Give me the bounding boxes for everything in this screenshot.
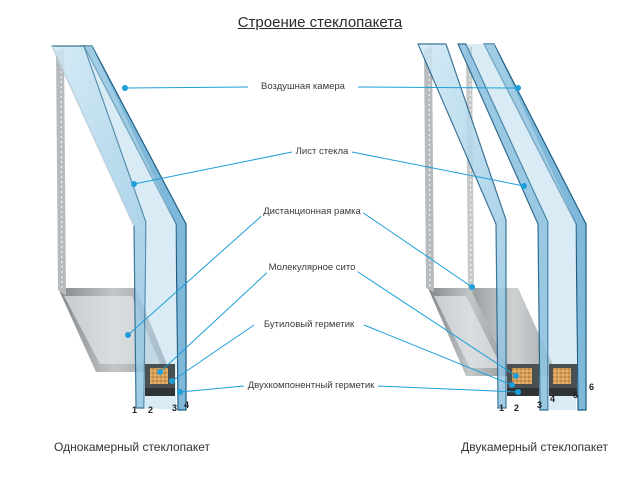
leader-air-left: [124, 86, 249, 89]
leader-lines: [124, 86, 525, 393]
double-desiccant-1: [512, 368, 532, 384]
leader-glass-right: [351, 151, 525, 187]
leader-spacer-right: [361, 211, 473, 288]
single-number-4: 4: [184, 400, 190, 410]
single-number-1: 1: [132, 405, 138, 415]
leader-sieve-right: [351, 267, 517, 377]
leader-two-comp-left: [179, 385, 245, 393]
caption-double-chamber: Двукамерный стеклопакет: [461, 440, 608, 454]
label-two-component-sealant: Двухкомпонентный герметик: [245, 380, 377, 391]
double-number-3: 3: [537, 400, 543, 410]
double-chamber-unit: [417, 43, 587, 411]
caption-single-chamber: Однокамерный стеклопакет: [54, 440, 211, 454]
leader-air-right: [357, 86, 519, 89]
single-number-3: 3: [172, 403, 178, 413]
diagram-title: Строение стеклопакета: [237, 14, 403, 31]
leader-dots: [122, 85, 527, 395]
label-air-chamber: Воздушная камера: [259, 81, 347, 92]
leader-butyl-right: [363, 324, 513, 386]
single-desiccant: [150, 368, 168, 384]
double-glass-back: [417, 43, 507, 409]
label-molecular-sieve: Молекулярное сито: [266, 262, 358, 273]
leader-sieve-left: [159, 267, 273, 373]
single-chamber-unit: [51, 45, 187, 411]
label-spacer-frame: Дистанционная рамка: [261, 206, 363, 217]
single-number-2: 2: [148, 405, 154, 415]
double-number-5: 5: [573, 390, 579, 400]
label-butyl-sealant: Бутиловый герметик: [261, 319, 357, 330]
double-number-4: 4: [550, 394, 556, 404]
double-desiccant-2: [553, 368, 571, 384]
double-number-1: 1: [499, 403, 505, 413]
double-spacer-frame-2: [470, 288, 558, 376]
leader-two-comp-right: [377, 385, 519, 393]
double-number-2: 2: [514, 403, 520, 413]
leader-glass-left: [133, 151, 293, 185]
leader-butyl-left: [171, 324, 255, 382]
leader-spacer-left: [127, 211, 267, 336]
double-number-6: 6: [589, 382, 595, 392]
label-glass-sheet: Лист стекла: [293, 146, 351, 157]
